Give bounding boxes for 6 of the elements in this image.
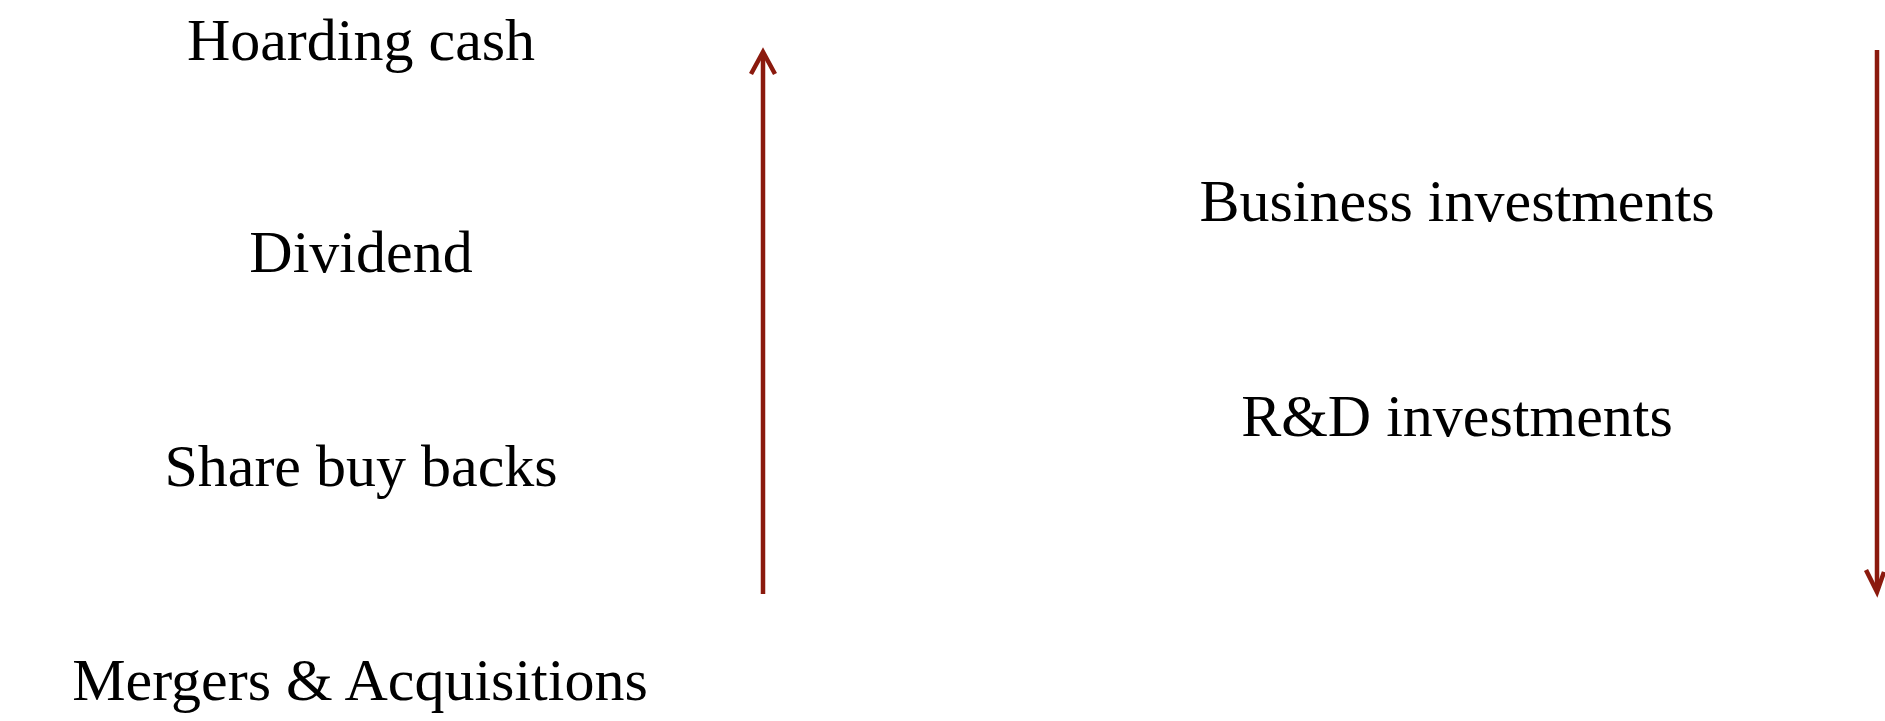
label: Share buy backs: [164, 433, 558, 499]
label: Hoarding cash: [186, 7, 536, 73]
label: Dividend: [249, 219, 473, 285]
label: R&D investments: [1241, 383, 1673, 449]
label: Business investments: [1199, 168, 1715, 234]
label: Mergers & Acquisitions: [72, 647, 648, 713]
